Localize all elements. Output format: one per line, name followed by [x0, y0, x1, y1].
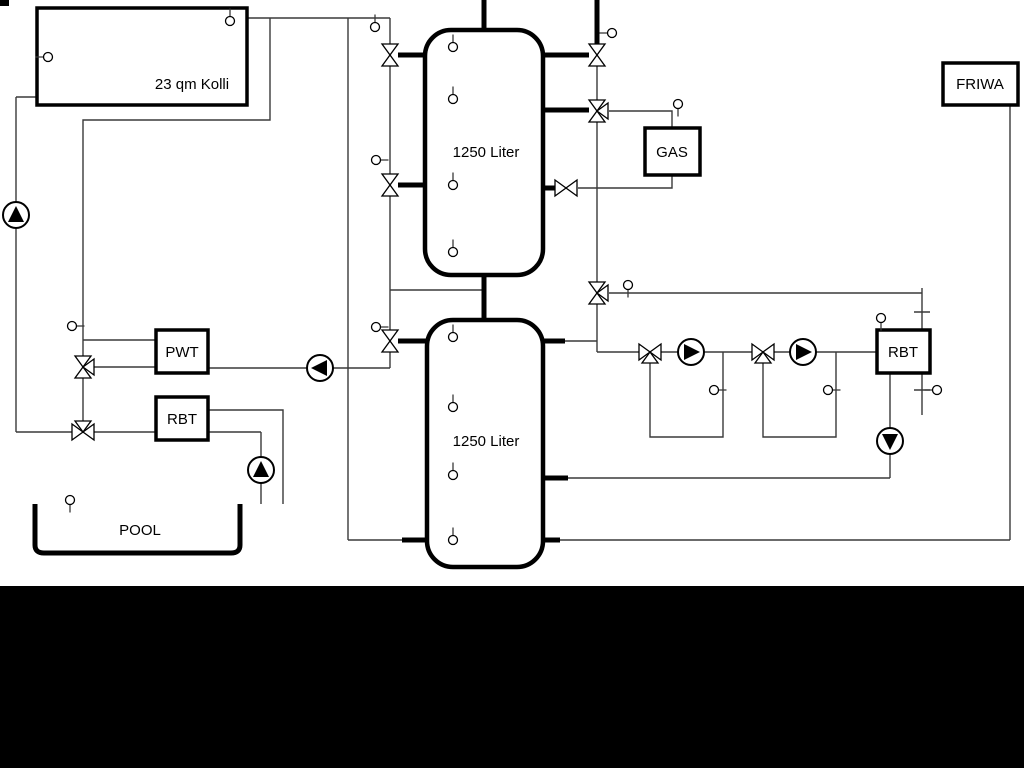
gas-label: GAS — [656, 144, 688, 161]
corner-mark — [0, 0, 9, 6]
valve-gas-return-valve — [554, 178, 578, 198]
pump-direction-icon — [684, 344, 700, 360]
solar-collector-box: 23 qm Kolli — [35, 6, 249, 107]
solar-collector-outline — [35, 6, 249, 107]
hydraulic-schematic: 23 qm Kolli 1250 Liter 1250 Liter GAS FR… — [0, 0, 1020, 570]
valve-pool-three-way-valve — [71, 420, 95, 442]
valve-tank1-upper-charge-valve — [380, 43, 400, 67]
pump-direction-icon — [796, 344, 812, 360]
rbt-right-box: RBT — [875, 328, 932, 375]
buffer-tank-top-outline — [422, 27, 546, 278]
temperature-sensor-icon — [369, 14, 381, 33]
valve-tank2-charge-valve — [380, 329, 400, 353]
gas-boiler-outline — [643, 126, 702, 177]
temperature-sensor-icon — [370, 321, 389, 333]
pwt-label: PWT — [165, 344, 198, 361]
buffer-tank-top: 1250 Liter — [422, 27, 546, 278]
pump-direction-icon — [311, 360, 327, 376]
pump-buffer-charge-pump — [306, 354, 334, 382]
letterbox-bar — [0, 586, 1024, 768]
temperature-sensor-icon — [447, 394, 459, 413]
temperature-sensor-icon — [447, 527, 459, 546]
buffer-tank-bottom-outline — [424, 317, 546, 570]
pipe-network-thin — [15, 17, 1011, 541]
rbt-left-box: RBT — [154, 395, 210, 442]
pipe-network-thick — [398, 0, 600, 543]
rbt-right-outline — [875, 328, 932, 375]
pump-direction-icon — [882, 434, 898, 450]
temperature-sensor-icon — [447, 34, 459, 53]
component-symbols — [2, 8, 943, 546]
pump-return-pump — [876, 427, 904, 455]
temperature-sensor-icon — [447, 239, 459, 258]
pwt-outline — [154, 328, 210, 375]
rbt-right-label: RBT — [888, 344, 918, 361]
pool-basin: POOL — [32, 504, 243, 556]
gas-boiler-box: GAS — [643, 126, 702, 177]
pump-pool-pump — [247, 456, 275, 484]
temperature-sensor-icon — [35, 51, 54, 63]
friwa-outline — [941, 61, 1020, 107]
temperature-sensor-icon — [64, 494, 76, 513]
temperature-sensor-icon — [447, 462, 459, 481]
rbt-left-label: RBT — [167, 411, 197, 428]
buffer-tank-bottom: 1250 Liter — [424, 317, 546, 570]
pump-heating-circuit-pump-2 — [789, 338, 817, 366]
temperature-sensor-icon — [924, 384, 943, 396]
valve-mixing-valve-2 — [751, 342, 775, 364]
rbt-left-outline — [154, 395, 210, 442]
pump-solar-pump — [2, 201, 30, 229]
pool-label: POOL — [119, 522, 161, 539]
temperature-sensor-icon — [66, 320, 85, 332]
valve-pwt-three-way-valve — [73, 355, 95, 379]
valve-tank1-top-valve — [587, 43, 607, 67]
temperature-sensor-icon — [599, 27, 618, 39]
temperature-sensor-icon — [447, 324, 459, 343]
buffer-tank-top-label: 1250 Liter — [453, 144, 520, 161]
pump-direction-icon — [253, 461, 269, 477]
valve-tank1-lower-charge-valve — [380, 173, 400, 197]
pump-heating-circuit-pump-1 — [677, 338, 705, 366]
temperature-sensor-icon — [370, 154, 389, 166]
valve-mixing-valve-1 — [638, 342, 662, 364]
temperature-sensor-icon — [447, 86, 459, 105]
valve-header-three-way-valve — [587, 281, 609, 305]
pump-direction-icon — [8, 206, 24, 222]
friwa-label: FRIWA — [956, 76, 1004, 93]
temperature-sensor-icon — [447, 172, 459, 191]
pool-outline — [32, 504, 243, 556]
valve-gas-flow-three-way-valve — [587, 99, 609, 123]
temperature-sensor-icon — [224, 8, 236, 27]
temperature-sensor-icon — [622, 279, 634, 298]
pwt-box: PWT — [154, 328, 210, 375]
temperature-sensor-icon — [875, 312, 887, 331]
buffer-tank-bottom-label: 1250 Liter — [453, 433, 520, 450]
temperature-sensor-icon — [822, 384, 841, 396]
friwa-box: FRIWA — [941, 61, 1020, 107]
temperature-sensor-icon — [672, 98, 684, 117]
temperature-sensor-icon — [708, 384, 727, 396]
collector-label: 23 qm Kolli — [155, 76, 229, 93]
